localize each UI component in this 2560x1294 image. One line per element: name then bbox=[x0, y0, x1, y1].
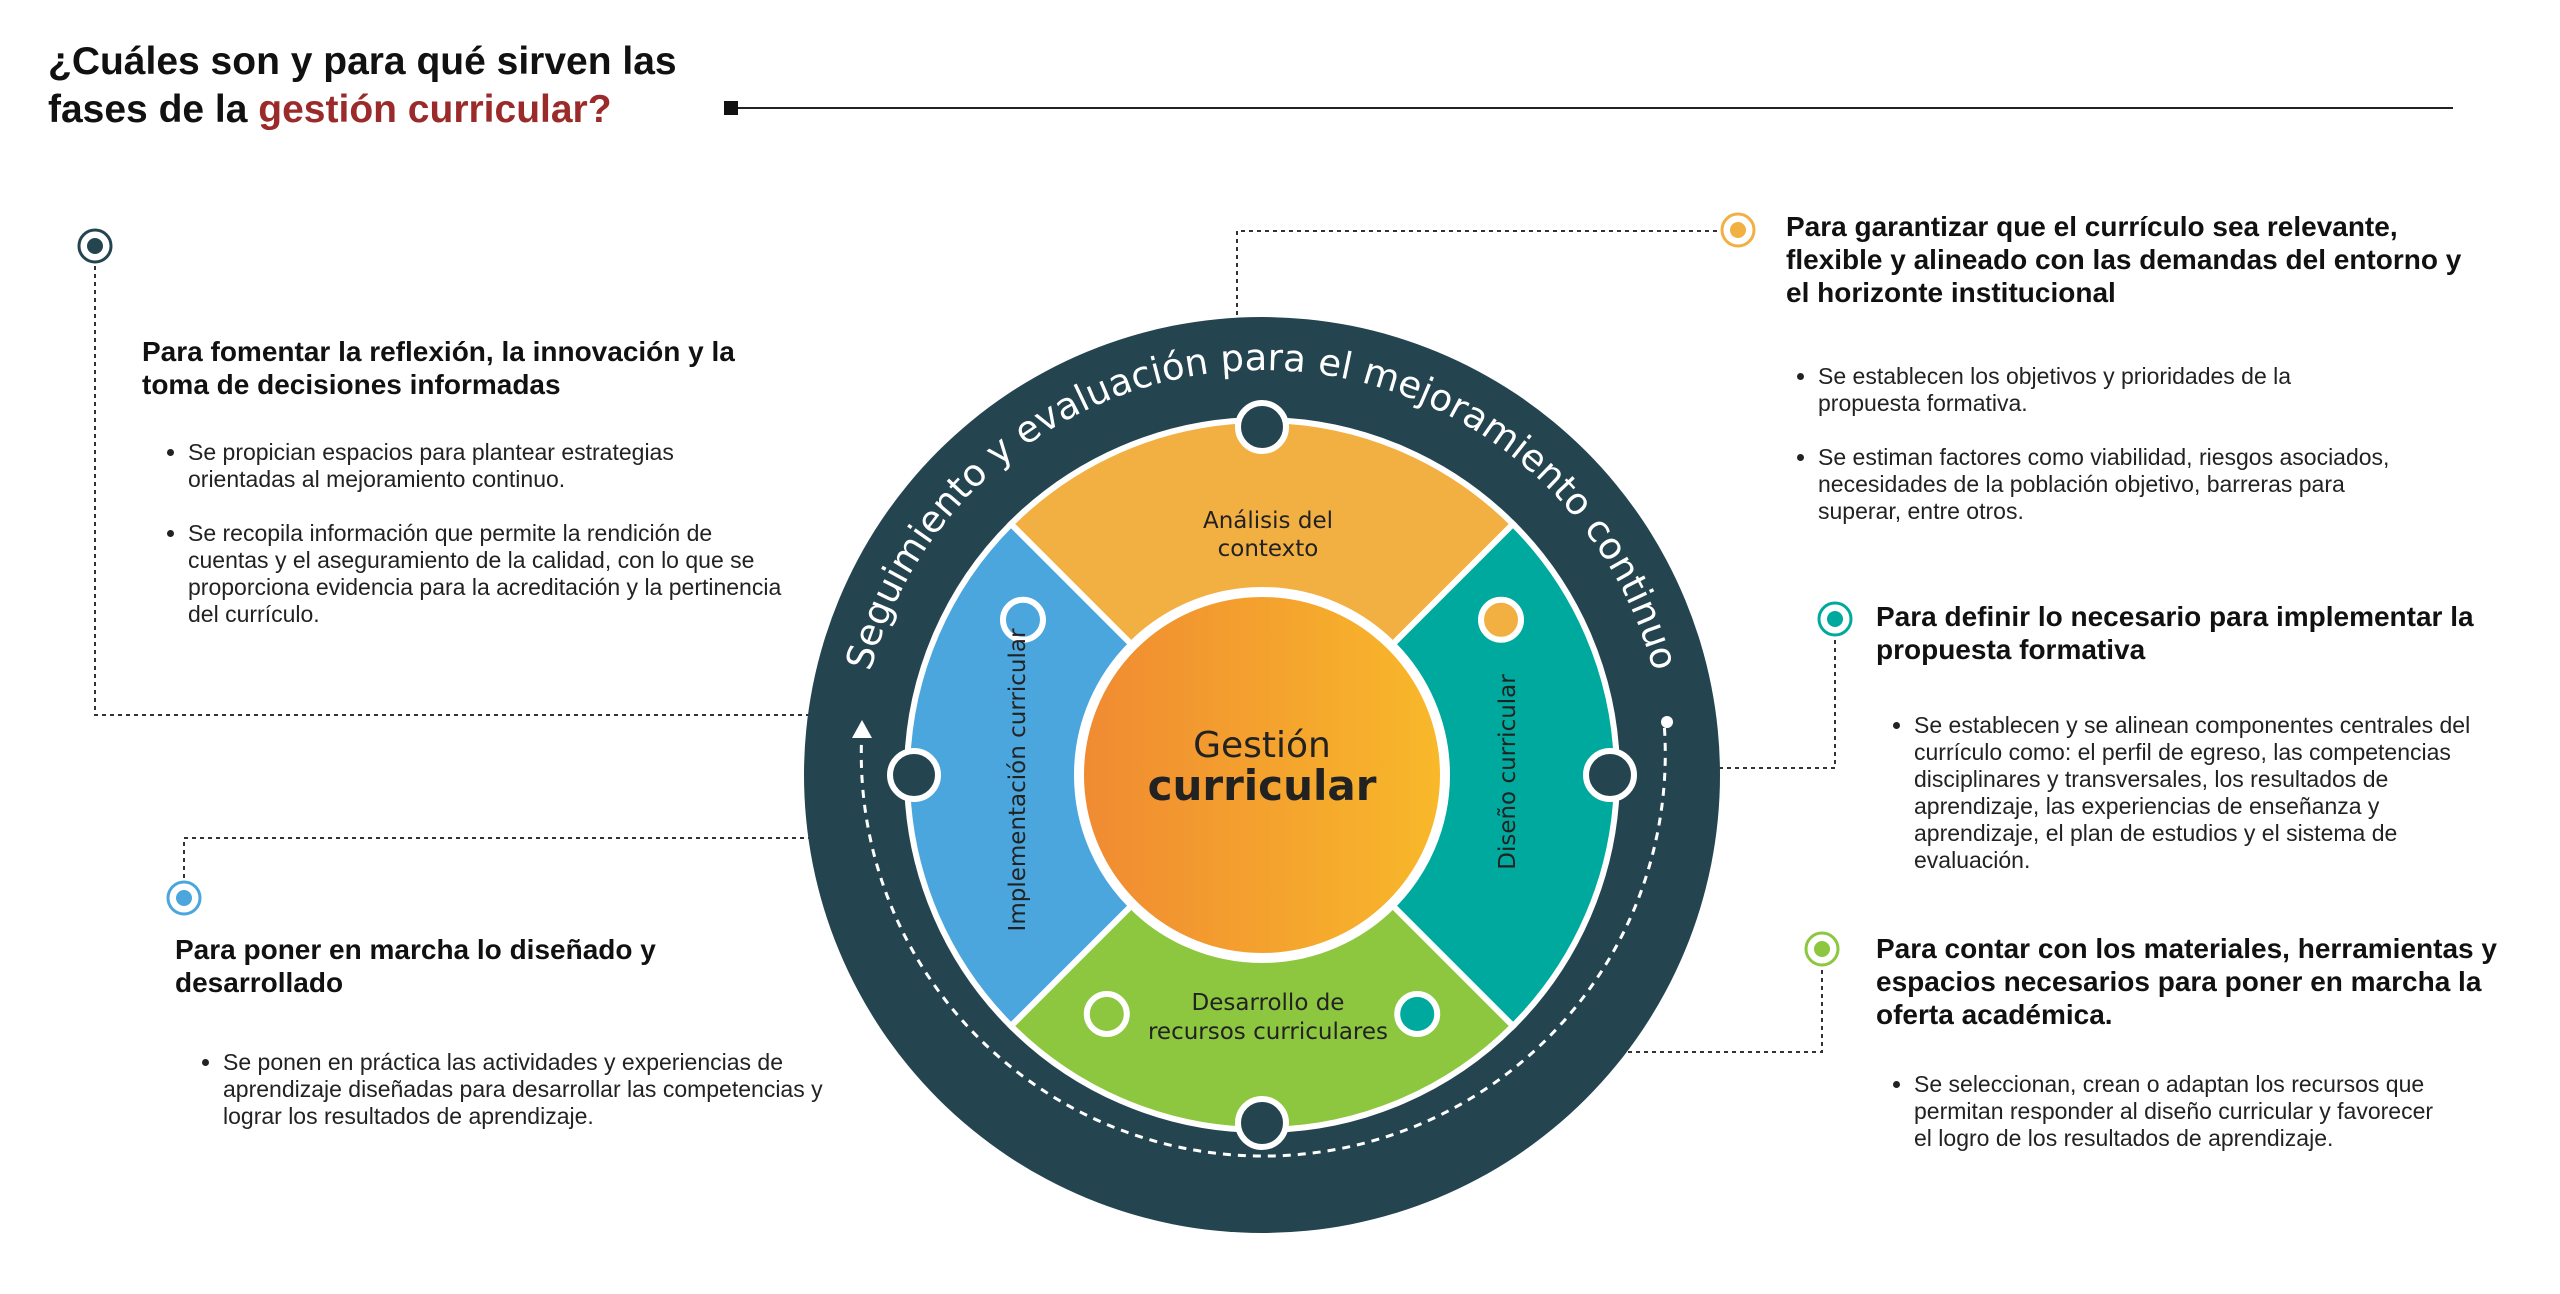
puzzle-tab bbox=[999, 596, 1046, 643]
puzzle-notch bbox=[1235, 400, 1289, 454]
block-analisis: Para garantizar que el currículo sea rel… bbox=[1786, 210, 2486, 552]
piece-label-implementacion: Implementación curricular bbox=[1005, 628, 1031, 931]
page-title: ¿Cuáles son y para qué sirven las fases … bbox=[48, 40, 677, 131]
title-rule-square bbox=[724, 101, 738, 115]
piece-label-analisis: Análisis del bbox=[1203, 508, 1333, 534]
puzzle-tab bbox=[1394, 991, 1441, 1038]
markers bbox=[77, 212, 1853, 967]
title-accent: gestión curricular? bbox=[258, 88, 612, 131]
puzzle-notch bbox=[1583, 748, 1637, 802]
piece-label-analisis-2: contexto bbox=[1218, 536, 1319, 562]
block-heading: Para definir lo necesario para implement… bbox=[1876, 601, 2474, 665]
piece-label-desarrollo-2: recursos curriculares bbox=[1148, 1019, 1388, 1045]
block-seguimiento: Para fomentar la reflexión, la innovació… bbox=[142, 335, 782, 655]
block-heading: Para contar con los materiales, herramie… bbox=[1876, 933, 2497, 1030]
puzzle-notch bbox=[887, 748, 941, 802]
block-heading: Para poner en marcha lo diseñado y desar… bbox=[175, 934, 656, 998]
piece-label-desarrollo: Desarrollo de bbox=[1192, 990, 1345, 1016]
block-heading: Para fomentar la reflexión, la innovació… bbox=[142, 336, 735, 400]
cycle-dashed-arc bbox=[859, 721, 1667, 1158]
cycle-start-dot bbox=[1661, 716, 1673, 728]
center-label-1: Gestión bbox=[1193, 725, 1331, 766]
cycle-arrow-icon bbox=[852, 720, 872, 738]
puzzle-tab bbox=[1083, 991, 1130, 1038]
puzzle-notch bbox=[1235, 1096, 1289, 1150]
block-implementacion: Para poner en marcha lo diseñado y desar… bbox=[175, 933, 835, 1157]
piece-label-diseno: Diseño curricular bbox=[1495, 674, 1521, 870]
block-heading: Para garantizar que el currículo sea rel… bbox=[1786, 211, 2462, 308]
puzzle-tab bbox=[1478, 596, 1525, 643]
center-circle bbox=[1076, 589, 1448, 961]
center-label-2: curricular bbox=[1148, 761, 1377, 810]
block-diseno: Para definir lo necesario para implement… bbox=[1876, 600, 2496, 901]
block-desarrollo: Para contar con los materiales, herramie… bbox=[1876, 932, 2516, 1179]
